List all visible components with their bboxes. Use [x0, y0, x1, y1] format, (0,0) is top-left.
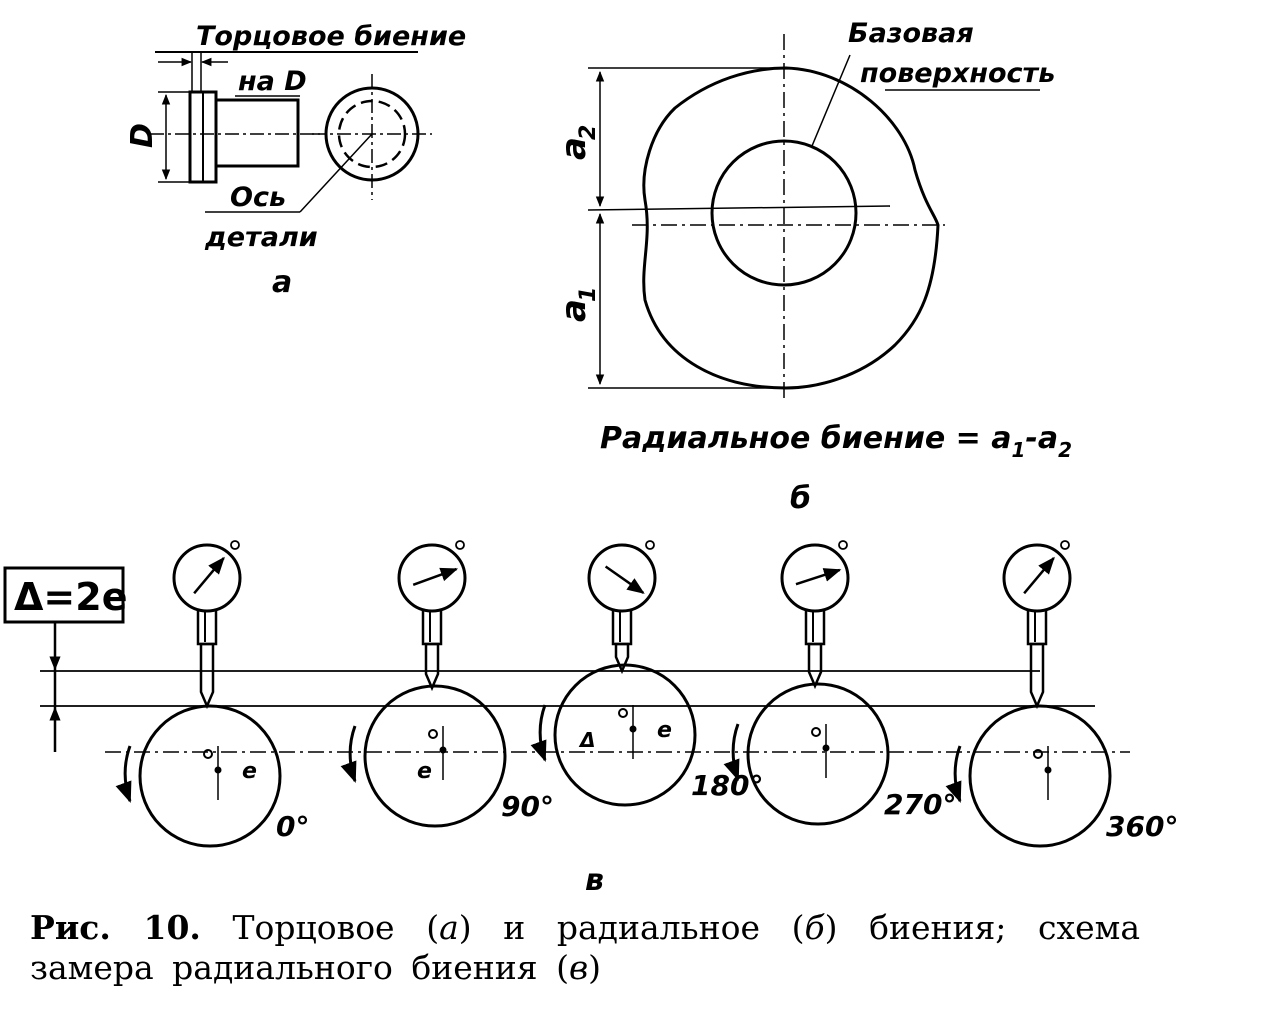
dial-needle — [1023, 556, 1055, 595]
eccentricity-label: e — [242, 759, 257, 784]
formula-mid: -a — [1025, 421, 1058, 456]
gauge-stem — [804, 606, 826, 646]
rotation-arrow — [945, 745, 962, 803]
delta-label: Δ=2e — [14, 575, 127, 619]
shaft-circle — [746, 682, 890, 826]
on-d-label: на D — [238, 66, 307, 97]
axis-label-line1: Ось — [230, 182, 286, 213]
rotation-arrow — [340, 725, 357, 783]
station-3: 270° — [723, 540, 956, 826]
rotation-center-mark — [618, 708, 628, 718]
part-c-letter: в — [585, 863, 604, 898]
caption-t1: Торцовое ( — [200, 908, 440, 947]
dial-zero-mark — [230, 540, 240, 550]
base-surface-circle — [710, 139, 858, 287]
base-surface-leader — [811, 54, 851, 147]
caption-t3: ) биения; схема замера радиального биени… — [30, 908, 1141, 987]
part-a-letter: а — [272, 265, 292, 300]
rotation-arrow — [530, 704, 547, 762]
base-surface-label-line2: поверхность — [860, 58, 1055, 89]
caption-head: Рис. 10. — [30, 908, 201, 947]
gauge-stem — [421, 606, 443, 646]
eccentricity-label: e — [417, 759, 432, 784]
formula-main: Радиальное биение = a — [600, 421, 1011, 456]
irregular-outline — [642, 66, 940, 390]
figure-caption: Рис. 10. Торцовое (а) и радиальное (б) б… — [30, 908, 1140, 988]
angle-label: 270° — [884, 788, 956, 821]
gauge-probe — [807, 642, 823, 690]
gauge-probe — [614, 642, 630, 675]
angle-label: 360° — [1106, 810, 1178, 843]
a1-subscript: 1 — [576, 287, 601, 302]
dial-zero-mark — [645, 540, 655, 550]
gauge-probe — [1029, 642, 1045, 710]
diameter-label: D — [125, 123, 160, 148]
gauge-probe — [199, 642, 215, 710]
part-b-radial-runout: a 2 a 1 Базовая поверхность Радиальное б… — [554, 18, 1072, 516]
formula-sub2: 2 — [1058, 438, 1072, 462]
dial-needle — [795, 568, 842, 586]
dial-needle — [604, 565, 645, 594]
small-delta-label: Δ — [578, 728, 595, 752]
dial-zero-mark — [1060, 540, 1070, 550]
delta-box — [3, 566, 125, 624]
station-0: 0° e — [115, 540, 309, 848]
caption-t2: ) и радиальное ( — [458, 908, 805, 947]
station-2: 180° e Δ — [530, 540, 763, 807]
caption-b: б — [804, 908, 825, 947]
dial-needle — [412, 567, 459, 587]
a1-label: a — [554, 299, 594, 322]
rotation-center-mark — [203, 749, 213, 759]
base-surface-label-line1: Базовая — [848, 18, 974, 49]
angle-label: 0° — [276, 810, 309, 843]
shaft-circle — [138, 704, 282, 848]
caption-t4: ) — [588, 948, 602, 987]
dial-zero-mark — [838, 540, 848, 550]
part-c-measurement-scheme: Δ=2e 0° e 90° e 180° e Δ 270° 360° в — [3, 540, 1178, 898]
rotation-arrow — [115, 745, 132, 803]
rotation-center-mark — [428, 729, 438, 739]
rotation-center-mark — [1033, 749, 1043, 759]
radial-runout-formula: Радиальное биение = a1-a2 — [600, 421, 1072, 462]
dial-zero-mark — [455, 540, 465, 550]
eccentricity-label: e — [657, 718, 672, 743]
gauge-stem — [196, 606, 218, 646]
face-runout-label: Торцовое биение — [196, 21, 466, 52]
measurement-stations: 0° e 90° e 180° e Δ 270° 360° — [115, 540, 1178, 848]
shaft-circle — [968, 704, 1112, 848]
center-hline-upper — [587, 205, 891, 211]
rotation-center-mark — [811, 727, 821, 737]
formula-sub1: 1 — [1011, 438, 1025, 462]
part-b-letter: б — [790, 481, 811, 516]
shaft-circle — [363, 684, 507, 828]
shaft-circle — [553, 663, 697, 807]
runout-figure: Торцовое биение на D D Ось детали а a 2 — [3, 18, 1178, 898]
caption-c: в — [568, 948, 589, 987]
part-a-face-runout: Торцовое биение на D D Ось детали а — [125, 21, 466, 300]
station-1: 90° e — [340, 540, 554, 828]
axis-label-line2: детали — [204, 222, 318, 253]
a2-label: a — [554, 137, 594, 160]
gauge-stem — [1026, 606, 1048, 646]
gauge-stem — [611, 606, 633, 646]
gauge-probe — [424, 642, 440, 692]
station-4: 360° — [945, 540, 1178, 848]
part-shaft — [214, 98, 300, 168]
rotation-arrow — [723, 723, 740, 781]
angle-label: 180° — [691, 769, 763, 802]
dial-needle — [193, 556, 225, 595]
axis-leader — [299, 133, 373, 213]
caption-a: а — [439, 908, 459, 947]
angle-label: 90° — [501, 790, 554, 823]
a2-subscript: 2 — [576, 125, 601, 140]
